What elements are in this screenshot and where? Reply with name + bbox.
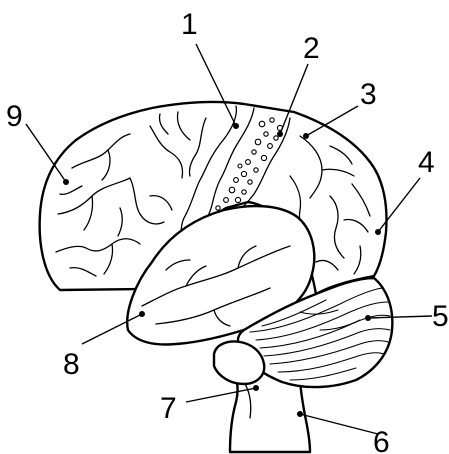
label-2: 2 xyxy=(303,32,320,65)
postcentral-sulcus xyxy=(239,117,291,211)
label-7: 7 xyxy=(160,392,177,425)
label-3: 3 xyxy=(360,78,377,111)
label-9: 9 xyxy=(6,100,23,133)
cerebellum-folia xyxy=(249,287,391,381)
pons xyxy=(212,340,266,386)
label-1: 1 xyxy=(181,8,198,41)
central-sulcus xyxy=(203,107,255,233)
sensory-strip-dots xyxy=(210,117,284,222)
leader-lines xyxy=(25,43,433,435)
label-4: 4 xyxy=(418,146,435,179)
temporal-folds xyxy=(141,245,291,327)
leader-dots xyxy=(63,123,381,417)
label-5: 5 xyxy=(432,300,449,333)
label-8: 8 xyxy=(63,348,80,381)
label-6: 6 xyxy=(373,426,390,454)
frontal-folds xyxy=(55,111,207,277)
precentral-left-boundary xyxy=(179,105,238,239)
